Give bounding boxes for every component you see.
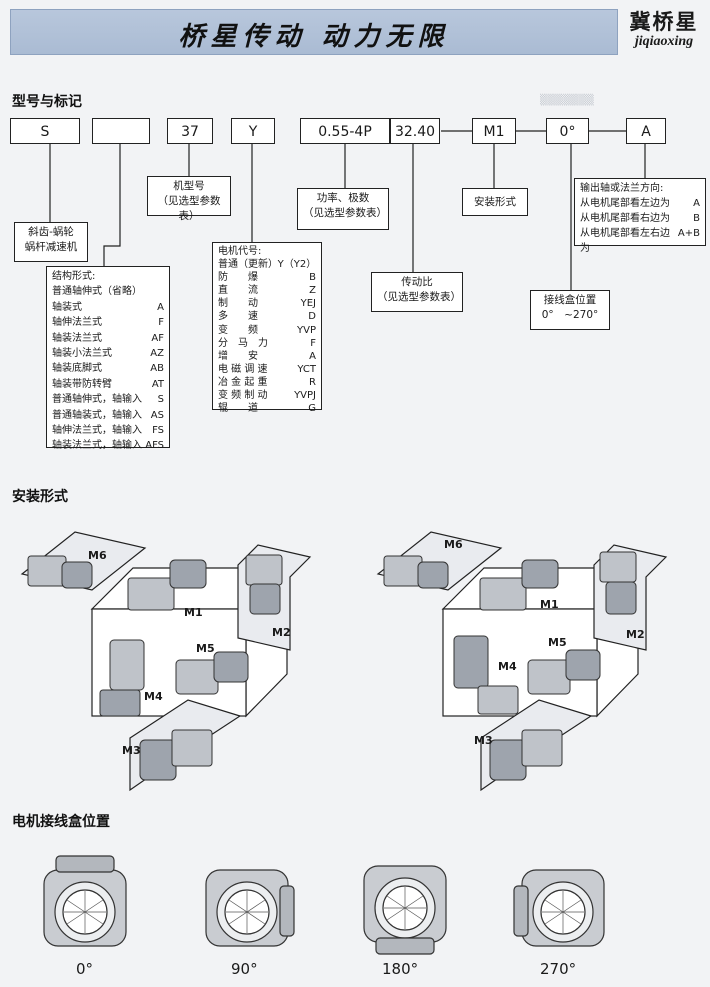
section-title-model: 型号与标记 [12,94,82,110]
angle-label-90: 90° [231,960,258,978]
angle-label-180: 180° [382,960,419,978]
mount-label-m1: M1 [540,598,559,611]
mount-line-1: 安装形式 [474,196,516,208]
structure-item: 普通轴伸式（省略） [52,286,142,298]
type-box: 斜齿-蜗轮 蜗杆减速机 [14,222,88,262]
mount-label-m1: M1 [184,606,203,619]
ghost-text: ▒▒▒▒▒▒▒ [540,95,594,106]
mount-label-m4: M4 [144,690,163,703]
type-line-2: 蜗杆减速机 [24,241,78,253]
power-box: 功率、极数 （见选型参数表） [297,188,389,230]
type-line-1: 斜齿-蜗轮 [28,226,74,238]
mount-label-m6: M6 [444,538,463,551]
angle-label-0: 0° [76,960,94,978]
junction-line-1: 接线盒位置 [543,294,597,306]
power-line-1: 功率、极数 [316,192,370,204]
mount-label-m2: M2 [272,626,291,639]
code-power: 0.55-4P [300,118,390,144]
brand-logo: 冀桥星 jiqiaoxing [622,6,706,50]
mount-box: 安装形式 [462,188,528,216]
section-title-mounting: 安装形式 [12,489,68,505]
power-line-2: （见选型参数表） [303,207,387,219]
junction-diagram-270 [513,869,605,947]
junction-diagram-90 [205,869,295,947]
ratio-box: 传动比 （见选型参数表） [371,272,463,312]
mount-label-m3: M3 [474,734,493,747]
code-mount: M1 [472,118,516,144]
frame-line-1: 机型号 [173,180,205,192]
code-flange: A [626,118,666,144]
motor-item: 普通（更新）Y（Y2） [218,259,317,271]
structure-title: 结构形式: [52,271,96,282]
frame-box: 机型号 （见选型参数表） [147,176,231,222]
code-frame: 37 [167,118,213,144]
brand-pinyin: jiqiaoxing [634,34,694,49]
junction-box: 接线盒位置 0° ~270° [530,290,610,330]
mount-label-m6: M6 [88,549,107,562]
code-motor: Y [231,118,275,144]
mount-label-m3: M3 [122,744,141,757]
frame-line-2: （见选型参数表） [157,195,221,222]
code-series: S [10,118,80,144]
code-structure [92,118,150,144]
mount-label-m4: M4 [498,660,517,673]
mount-label-m2: M2 [626,628,645,641]
mount-label-m5: M5 [196,642,215,655]
code-ratio: 32.40 [390,118,440,144]
section-title-junction: 电机接线盒位置 [12,814,110,830]
brand-name: 冀桥星 [629,9,699,34]
flange-title: 输出轴或法兰方向: [580,183,664,194]
angle-label-270: 270° [540,960,577,978]
code-junction: 0° [546,118,589,144]
junction-diagram-0 [43,855,127,947]
banner-title: 桥星传动 动力无限 [178,22,450,52]
mount-label-m5: M5 [548,636,567,649]
ratio-line-2: （见选型参数表） [377,291,461,303]
ratio-line-1: 传动比 [401,276,433,288]
motor-title: 电机代号: [218,246,262,257]
header-banner: 桥星传动 动力无限 [10,9,618,55]
junction-line-2: 0° ~270° [541,309,599,321]
